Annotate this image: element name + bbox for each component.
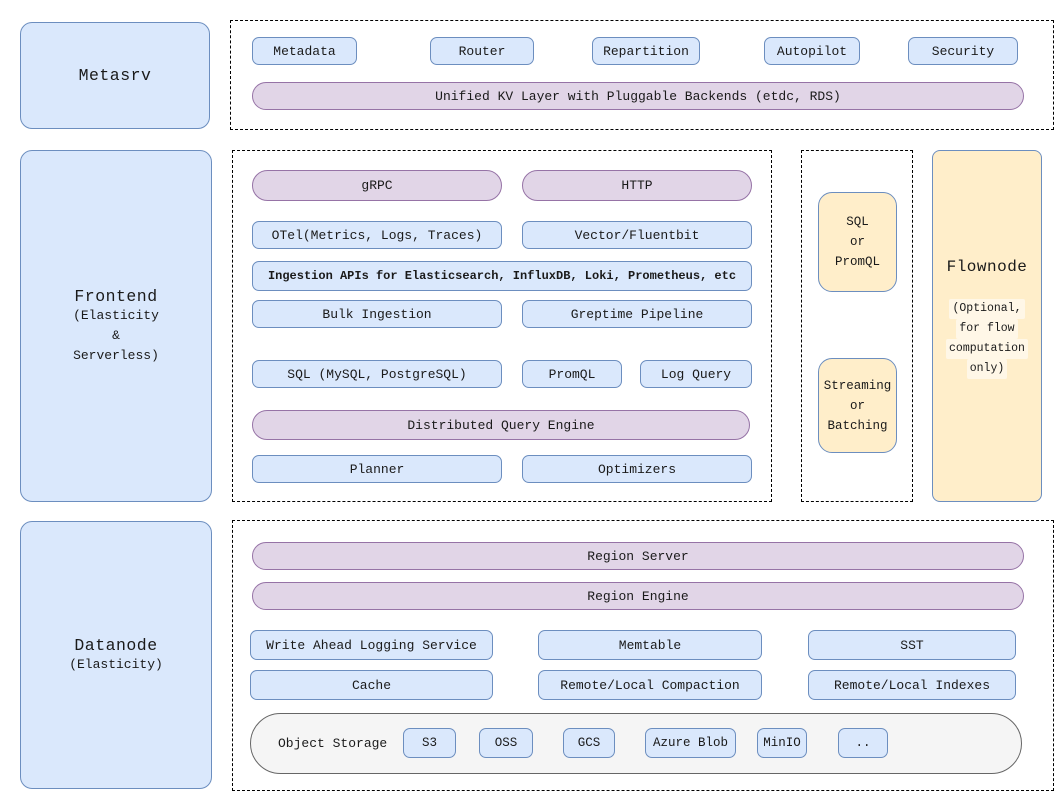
metasrv-service-label: Autopilot [776,43,848,59]
streaming-or-batching-line: or [849,398,865,413]
metasrv-service-router: Router [430,37,534,65]
sql-or-promql-line: PromQL [834,255,880,269]
frontend-sub-line: (Elasticity [73,307,159,323]
distributed-query-engine-label: Distributed Query Engine [407,417,595,433]
greptime-pipeline-label: Greptime Pipeline [570,306,704,322]
streaming-or-batching-line: Batching [827,418,888,433]
memtable-label: Memtable [618,637,682,653]
metasrv-service-metadata: Metadata [252,37,357,65]
provider-oss: OSS [479,728,533,758]
datanode-label: Datanode [74,635,158,655]
sql-or-promql-box: SQL or PromQL [818,192,897,292]
wal-service-box: Write Ahead Logging Service [250,630,493,660]
frontend-sub-line: Serverless) [73,347,159,363]
object-storage-label: Object Storage [278,736,388,751]
flownode-label: Flownode [946,258,1028,276]
cache-box: Cache [250,670,493,700]
frontend-label: Frontend [74,286,158,306]
otel-label: OTel(Metrics, Logs, Traces) [271,227,483,243]
metasrv-service-autopilot: Autopilot [764,37,860,65]
provider-label: MinIO [763,736,801,750]
sql-or-promql-line: SQL [846,215,869,229]
provider-gcs: GCS [563,728,615,758]
provider-label: Azure Blob [652,736,728,750]
planner-box: Planner [252,455,502,483]
protocol-grpc: gRPC [252,170,502,201]
protocol-label: gRPC [361,178,393,193]
optimizers-box: Optimizers [522,455,752,483]
cache-label: Cache [351,677,391,693]
metasrv-service-label: Metadata [273,43,336,59]
provider-label: S3 [421,736,437,750]
region-server-pill: Region Server [252,542,1024,570]
region-server-label: Region Server [587,548,689,564]
flownode-note-line: for flow [956,319,1018,339]
metasrv-service-security: Security [908,37,1018,65]
region-engine-pill: Region Engine [252,582,1024,610]
compaction-label: Remote/Local Compaction [560,677,740,693]
ingestion-apis-label: Ingestion APIs for Elasticsearch, Influx… [267,269,737,283]
log-query-box: Log Query [640,360,752,388]
sql-label: SQL (MySQL, PostgreSQL) [287,366,467,382]
protocol-http: HTTP [522,170,752,201]
optimizers-label: Optimizers [597,461,676,477]
provider-azure-blob: Azure Blob [645,728,736,758]
metasrv-label: Metasrv [78,66,152,85]
log-query-label: Log Query [660,366,732,382]
flownode-node: Flownode (Optional, for flow computation… [932,150,1042,502]
flownode-note-line: computation [946,339,1028,359]
bulk-ingestion-box: Bulk Ingestion [252,300,502,328]
frontend-node: Frontend (Elasticity & Serverless) [20,150,212,502]
metasrv-service-label: Router [458,43,506,59]
indexes-box: Remote/Local Indexes [808,670,1016,700]
indexes-label: Remote/Local Indexes [833,677,991,693]
planner-label: Planner [349,461,405,477]
sql-box: SQL (MySQL, PostgreSQL) [252,360,502,388]
vector-fluentbit-box: Vector/Fluentbit [522,221,752,249]
object-storage-container [250,713,1022,774]
datanode-node: Datanode (Elasticity) [20,521,212,789]
sst-box: SST [808,630,1016,660]
flownode-note-line: only) [966,359,1008,379]
metasrv-service-label: Security [931,43,995,59]
metasrv-node: Metasrv [20,22,210,129]
metasrv-service-repartition: Repartition [592,37,700,65]
provider-minio: MinIO [757,728,807,758]
promql-label: PromQL [548,366,596,382]
provider-label: OSS [494,736,518,750]
protocol-label: HTTP [621,178,653,193]
promql-box: PromQL [522,360,622,388]
ingestion-apis-box: Ingestion APIs for Elasticsearch, Influx… [252,261,752,291]
provider-more: .. [838,728,888,758]
bulk-ingestion-label: Bulk Ingestion [322,306,432,322]
vector-fluentbit-label: Vector/Fluentbit [574,227,700,243]
frontend-sub-line: & [112,327,120,343]
datanode-sub: (Elasticity) [69,656,163,672]
unified-kv-layer: Unified KV Layer with Pluggable Backends… [252,82,1024,110]
wal-service-label: Write Ahead Logging Service [266,637,477,653]
distributed-query-engine: Distributed Query Engine [252,410,750,440]
streaming-or-batching-line: Streaming [823,378,892,393]
provider-label: .. [855,736,871,750]
memtable-box: Memtable [538,630,762,660]
sst-label: SST [900,637,924,653]
flownode-note: (Optional, for flow computation only) [946,299,1028,379]
streaming-or-batching-box: Streaming or Batching [818,358,897,453]
sql-or-promql-line: or [849,235,865,249]
otel-box: OTel(Metrics, Logs, Traces) [252,221,502,249]
compaction-box: Remote/Local Compaction [538,670,762,700]
flownode-note-line: (Optional, [949,299,1025,319]
unified-kv-layer-label: Unified KV Layer with Pluggable Backends… [435,88,841,104]
metasrv-service-label: Repartition [603,43,689,59]
greptime-pipeline-box: Greptime Pipeline [522,300,752,328]
provider-label: GCS [577,736,601,750]
region-engine-label: Region Engine [587,588,689,604]
provider-s3: S3 [403,728,456,758]
